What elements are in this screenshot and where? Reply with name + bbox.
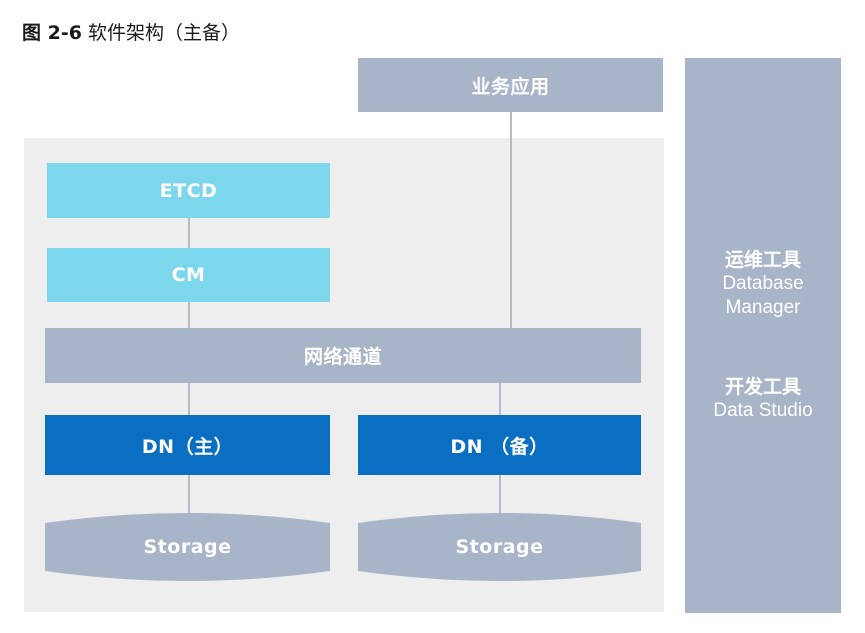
figure-number: 图 2-6 bbox=[22, 22, 82, 44]
storage-right-cylinder-icon bbox=[358, 513, 641, 581]
storage-right: Storage bbox=[358, 507, 641, 587]
network-channel-box: 网络通道 bbox=[45, 328, 641, 383]
network-channel-label: 网络通道 bbox=[303, 346, 382, 368]
storage-left-label: Storage bbox=[143, 536, 232, 558]
storage-right-text-wrap: Storage bbox=[358, 507, 641, 587]
connector-network-dn-primary bbox=[188, 383, 190, 415]
ops-tool-group: 运维工具 Database Manager bbox=[685, 248, 841, 320]
business-app-label: 业务应用 bbox=[471, 75, 550, 98]
connector-etcd-cm bbox=[188, 218, 190, 248]
dev-tool-name: Data Studio bbox=[713, 400, 813, 421]
dn-standby-label: DN （备） bbox=[450, 435, 549, 458]
storage-right-label: Storage bbox=[455, 536, 544, 558]
connector-cm-network bbox=[188, 302, 190, 328]
figure-title: 软件架构（主备） bbox=[88, 22, 241, 44]
ops-tool-title: 运维工具 bbox=[724, 249, 801, 271]
storage-left: Storage bbox=[45, 507, 330, 587]
figure-caption: 图 2-6 软件架构（主备） bbox=[22, 18, 240, 45]
connector-dn-primary-storage bbox=[188, 475, 190, 515]
business-app-box: 业务应用 bbox=[358, 58, 663, 112]
storage-left-text-wrap: Storage bbox=[45, 507, 330, 587]
connector-dn-standby-storage bbox=[499, 475, 501, 515]
etcd-box: ETCD bbox=[47, 163, 330, 218]
cm-box: CM bbox=[47, 248, 330, 302]
dn-standby-box: DN （备） bbox=[358, 415, 641, 475]
dev-tool-group: 开发工具 Data Studio bbox=[685, 375, 841, 423]
dev-tool-title: 开发工具 bbox=[724, 376, 801, 398]
tools-side-panel: 运维工具 Database Manager 开发工具 Data Studio bbox=[685, 58, 841, 613]
etcd-label: ETCD bbox=[159, 179, 218, 202]
connector-network-dn-standby bbox=[499, 383, 501, 415]
cm-label: CM bbox=[171, 264, 206, 286]
connector-app-network bbox=[510, 112, 512, 328]
dn-primary-label: DN（主） bbox=[141, 435, 234, 458]
storage-left-cylinder-icon bbox=[45, 513, 330, 581]
ops-tool-line2: Manager bbox=[725, 297, 801, 318]
dn-primary-box: DN（主） bbox=[45, 415, 330, 475]
ops-tool-line1: Database bbox=[722, 273, 804, 294]
